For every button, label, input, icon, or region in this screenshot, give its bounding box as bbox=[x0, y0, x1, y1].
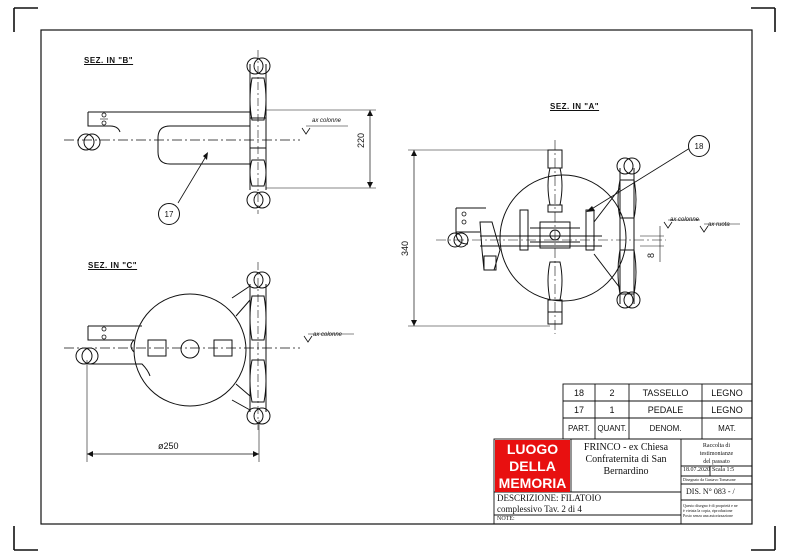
logo-line-1: LUOGO bbox=[506, 440, 559, 457]
description-sheet: complessivo Tav. 2 di 4 bbox=[497, 504, 582, 514]
luogo-della-memoria-logo: LUOGO DELLA MEMORIA bbox=[495, 440, 570, 492]
dimension-340: 340 bbox=[400, 240, 410, 256]
collection-line-2: testimonianze bbox=[699, 451, 734, 457]
drawing-date: 18.07.2020 bbox=[683, 467, 710, 473]
axis-label-b-colonne: ax colonne bbox=[312, 118, 342, 124]
notice-line-2: è vietata la copia, riproduzione bbox=[683, 508, 733, 513]
dimension-8: 8 bbox=[646, 252, 656, 258]
notice-line-1: Questo disegno è di proprietà e ne bbox=[683, 503, 738, 508]
drawing-title-line-3: Bernardino bbox=[603, 466, 649, 477]
section-a-view bbox=[408, 140, 740, 334]
parts-row1-mat: LEGNO bbox=[711, 387, 743, 398]
parts-row1-part: 18 bbox=[573, 387, 584, 398]
description-label: DESCRIZIONE: FILATOIO bbox=[497, 493, 602, 503]
drawing-title-line-2: Confraternita di San bbox=[585, 454, 667, 465]
parts-row1-denom: TASSELLO bbox=[642, 387, 689, 398]
parts-header-denom: DENOM. bbox=[649, 424, 682, 433]
collection-label: Raccolta di testimonianze del passato bbox=[681, 442, 752, 466]
logo-line-2: DELLA bbox=[509, 457, 556, 474]
collection-line-1: Raccolta di bbox=[702, 443, 731, 449]
section-c-label: SEZ. IN "C" bbox=[88, 261, 138, 270]
notes-label: NOTE: bbox=[497, 516, 515, 522]
title-block-grid bbox=[493, 438, 753, 525]
corner-marks bbox=[13, 7, 776, 551]
copyright-notice: Questo disegno è di proprietà e ne è vie… bbox=[683, 503, 738, 518]
callout-bubble-18: 18 bbox=[688, 135, 710, 157]
drawing-author: Disegnato da Gustavo Tomasone bbox=[683, 477, 736, 482]
axis-label-a-ruota: ax ruota bbox=[708, 222, 730, 228]
section-c-view bbox=[64, 262, 354, 462]
drawing-number: DIS. N° 083 - / bbox=[686, 487, 735, 496]
parts-header-part: PART. bbox=[568, 424, 590, 433]
drawing-scale: Scala 1:5 bbox=[712, 467, 735, 473]
parts-row2-part: 17 bbox=[573, 404, 584, 415]
axis-label-a-colonne: ax colonne bbox=[670, 217, 700, 223]
dimension-220: 220 bbox=[356, 132, 366, 148]
logo-line-3: MEMORIA bbox=[498, 474, 567, 491]
section-b-view bbox=[64, 50, 376, 214]
notice-line-3: Posto senza una autorizzazione bbox=[683, 513, 733, 518]
drawing-title: FRINCO - ex Chiesa Confraternita di San … bbox=[571, 442, 681, 478]
parts-header-quant: QUANT. bbox=[597, 424, 627, 433]
parts-row2-denom: PEDALE bbox=[647, 404, 684, 415]
drawing-frame bbox=[40, 29, 753, 525]
parts-row1-quant: 2 bbox=[609, 387, 615, 398]
callout-bubble-17: 17 bbox=[158, 203, 180, 225]
section-a-label: SEZ. IN "A" bbox=[550, 102, 600, 111]
section-b-label: SEZ. IN "B" bbox=[84, 56, 134, 65]
parts-header-mat: MAT. bbox=[718, 424, 736, 433]
dimension-diameter-250: ø250 bbox=[158, 441, 179, 451]
axis-label-c-colonne: ax colonne bbox=[313, 332, 343, 338]
collection-line-3: del passato bbox=[703, 459, 730, 465]
drawing-title-line-1: FRINCO - ex Chiesa bbox=[583, 442, 669, 453]
parts-row2-mat: LEGNO bbox=[711, 404, 743, 415]
parts-row2-quant: 1 bbox=[609, 404, 615, 415]
